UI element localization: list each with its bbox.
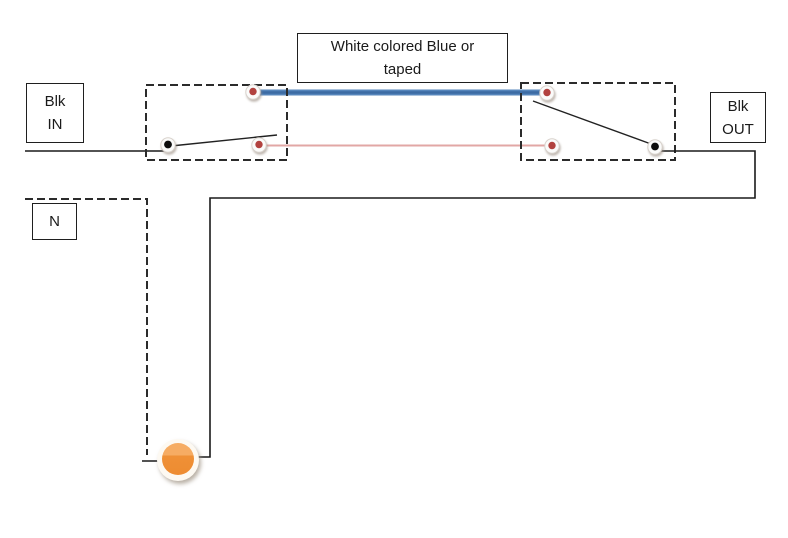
neutral-wire-dashed [25, 198, 148, 455]
lamp [157, 439, 199, 481]
switch-2-traveler-bottom-terminal [544, 138, 560, 154]
blk-in-label-box: Blk IN [26, 83, 84, 143]
neutral-label-box: N [32, 203, 77, 240]
switch-2-lever [532, 100, 652, 145]
switch-2-common-terminal [647, 139, 663, 155]
lamp-bulb [162, 443, 194, 475]
wire-note-label-box: White colored Blue or taped [297, 33, 508, 83]
black-return-wire [196, 150, 756, 458]
switch-1-lever [170, 134, 278, 147]
switch-1-common-terminal [160, 137, 176, 153]
switch-1-traveler-bottom-terminal [251, 137, 267, 153]
switch-2-outline [520, 82, 676, 161]
blk-out-label-box: Blk OUT [710, 92, 766, 143]
switch-1-traveler-top-terminal [245, 84, 261, 100]
switch-2-traveler-top-terminal [539, 85, 555, 101]
